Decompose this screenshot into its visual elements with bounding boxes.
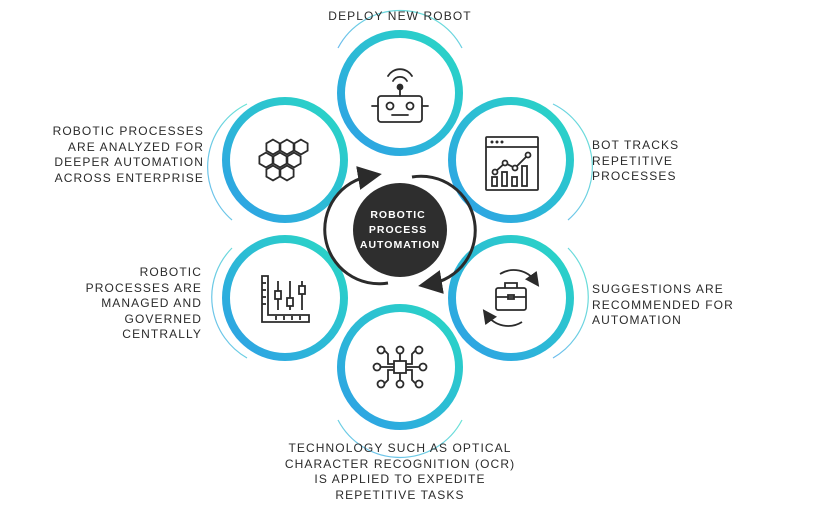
- step-node-upper-right: [448, 97, 593, 223]
- step-label-analyzed: ROBOTIC PROCESSES ARE ANALYZED FOR DEEPE…: [52, 124, 204, 185]
- step-label-deploy: DEPLOY NEW ROBOT: [328, 9, 472, 23]
- step-node-lower-right: [448, 235, 589, 361]
- step-node-bottom: [337, 304, 463, 459]
- step-label-ocr: TECHNOLOGY SUCH AS OPTICAL CHARACTER REC…: [284, 441, 516, 502]
- step-label-suggestions: SUGGESTIONS ARE RECOMMENDED FOR AUTOMATI…: [592, 282, 734, 327]
- center-title: ROBOTIC PROCESS AUTOMATION: [360, 209, 440, 251]
- step-node-lower-left: [211, 235, 348, 361]
- step-label-managed: ROBOTIC PROCESSES ARE MANAGED AND GOVERN…: [85, 265, 202, 341]
- cycle-arrow-left: [323, 166, 389, 286]
- step-node-top: [337, 9, 463, 156]
- center-disc: [353, 183, 447, 277]
- robot-icon: [371, 68, 429, 123]
- cycle-arrow-right: [411, 174, 477, 294]
- hexagon-cluster-icon: [258, 138, 309, 182]
- analytics-chart-icon: [485, 136, 539, 191]
- briefcase-cycle-icon: [482, 269, 540, 327]
- step-node-upper-left: [207, 97, 348, 223]
- step-label-tracks: BOT TRACKS REPETITIVE PROCESSES: [592, 138, 680, 183]
- circuit-network-icon: [372, 345, 428, 389]
- center-hub: ROBOTIC PROCESS AUTOMATION: [323, 166, 477, 294]
- control-sliders-icon: [261, 275, 310, 323]
